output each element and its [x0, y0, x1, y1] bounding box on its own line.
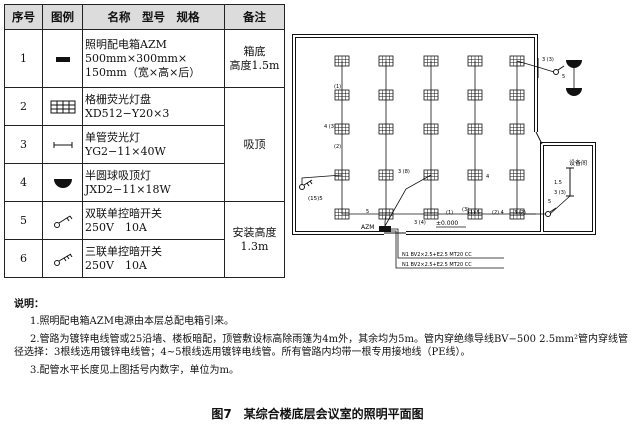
hemisphere-ceiling-light-icon	[566, 60, 582, 68]
header-no: 序号	[4, 4, 43, 30]
run-label: 3 (4)	[414, 220, 426, 226]
row-no: 6	[4, 239, 43, 278]
grid-lamp-array	[334, 55, 525, 220]
header-symbol: 图例	[42, 4, 83, 30]
run-label: (2)	[334, 144, 341, 150]
run-labels: 3 (3) 4 (3) 3 (8) 5 (3) 4 3 (4) (1) (1) 5 (2) 4 3 …	[324, 57, 566, 226]
double-switch-icon	[42, 201, 83, 240]
incoming-ratio-label: (15)5	[308, 196, 323, 202]
row-no: 1	[4, 29, 43, 88]
run-label: (1) 5	[468, 210, 480, 216]
note-item: 2.管路为镀锌电线管或25沿墙、楼板暗配，顶管敷设标高除雨篷为4m外，其余均为5…	[14, 334, 629, 358]
feeder-lines	[391, 228, 504, 269]
header-remark: 备注	[224, 4, 285, 30]
row-remark: 箱底 高度1.5m	[224, 29, 285, 88]
hemisphere-ceiling-light-icon	[566, 88, 582, 96]
note-item: 1.照明配电箱AZM电源由本层总配电箱引来。	[30, 316, 234, 327]
feeder-label: N1 BV2×2.5+E2.5 MT20 CC	[402, 262, 472, 268]
row-name: 照明配电箱AZM 500mm×300mm× 150mm（宽×高×后）	[82, 29, 225, 88]
panel-label: AZM	[361, 224, 374, 231]
single-tube-fluorescent-icon	[566, 167, 574, 197]
figure-caption: 图7 某综合楼底层会议室的照明平面图	[211, 407, 424, 421]
run-label: 3 (3)	[554, 190, 566, 196]
run-label: 5	[562, 74, 565, 80]
row-no: 3	[4, 125, 43, 164]
grid-fluorescent-panel-icon	[42, 87, 83, 126]
run-label: 1.5	[554, 180, 562, 186]
distribution-box-icon	[42, 29, 83, 88]
legend-row: 4 半圆球吸顶灯 JXD2−11×18W	[4, 163, 285, 202]
conduit-runs	[301, 60, 575, 227]
row-name: 半圆球吸顶灯 JXD2−11×18W	[82, 163, 225, 202]
single-tube-fluorescent-icon	[42, 125, 83, 164]
run-label: (1)	[334, 84, 341, 90]
row-name: 双联单控暗开关 250V 10A	[82, 201, 225, 240]
elevation-label: ±0.000	[436, 220, 458, 227]
row-remark: 安装高度 1.3m	[224, 201, 285, 278]
notes: 说明： 1.照明配电箱AZM电源由本层总配电箱引来。 2.管路为镀锌电线管或25…	[14, 298, 629, 382]
row-remark: 吸顶	[224, 87, 285, 202]
hemisphere-ceiling-light-icon	[42, 163, 83, 202]
lighting-floor-plan: 设备间 (15)5 AZM ±0.000 N1 BV2×2.5+E2.5 MT2…	[292, 34, 596, 269]
double-switch-icon	[545, 207, 557, 217]
note-item: 3.配管水平长度见上图括号内数字，单位为m。	[30, 365, 240, 376]
legend-row: 5 双联单控暗开关 250V 10A 安装高度 1.3m	[4, 201, 285, 278]
run-label: 5	[548, 199, 551, 205]
legend-header-row: 序号 图例 名称 型号 规格 备注	[4, 4, 285, 30]
row-no: 5	[4, 201, 43, 240]
legend-row: 3 单管荧光灯 YG2−11×40W	[4, 125, 285, 164]
double-switch-icon	[553, 65, 565, 75]
legend-row: 6 三联单控暗开关 250V 10A	[4, 239, 285, 278]
feeder-label: N1 BV2×2.5+E2.5 MT20 CC	[402, 252, 472, 258]
legend-row: 2 格栅荧光灯盘 XD512−Y20×3 吸顶	[4, 87, 285, 202]
row-no: 2	[4, 87, 43, 126]
row-name: 三联单控暗开关 250V 10A	[82, 239, 225, 278]
run-label: 3 (2)	[514, 210, 526, 216]
run-label: (3)	[462, 207, 469, 213]
distribution-box-icon	[379, 226, 391, 232]
row-no: 4	[4, 163, 43, 202]
room-walls	[292, 34, 596, 235]
triple-switch-icon	[42, 239, 83, 278]
run-label: (2) 4	[492, 210, 504, 216]
run-label: 3 (8)	[398, 169, 410, 175]
row-name: 单管荧光灯 YG2−11×40W	[82, 125, 225, 164]
triple-switch-icon	[299, 179, 313, 190]
header-name: 名称 型号 规格	[82, 4, 225, 30]
row-name: 格栅荧光灯盘 XD512−Y20×3	[82, 87, 225, 126]
run-label: 5	[366, 209, 369, 215]
run-label: (1)	[446, 210, 453, 216]
notes-heading: 说明：	[14, 299, 44, 310]
equipment-room-label: 设备间	[569, 159, 587, 167]
legend-row: 1 照明配电箱AZM 500mm×300mm× 150mm（宽×高×后） 箱底 …	[4, 29, 285, 88]
run-label: 4 (3)	[324, 124, 336, 130]
legend-table: 序号 图例 名称 型号 规格 备注 1 照明配电箱AZM 500mm×300mm…	[4, 4, 285, 283]
run-label: 3 (3)	[542, 57, 554, 63]
run-label: 4	[486, 174, 489, 180]
